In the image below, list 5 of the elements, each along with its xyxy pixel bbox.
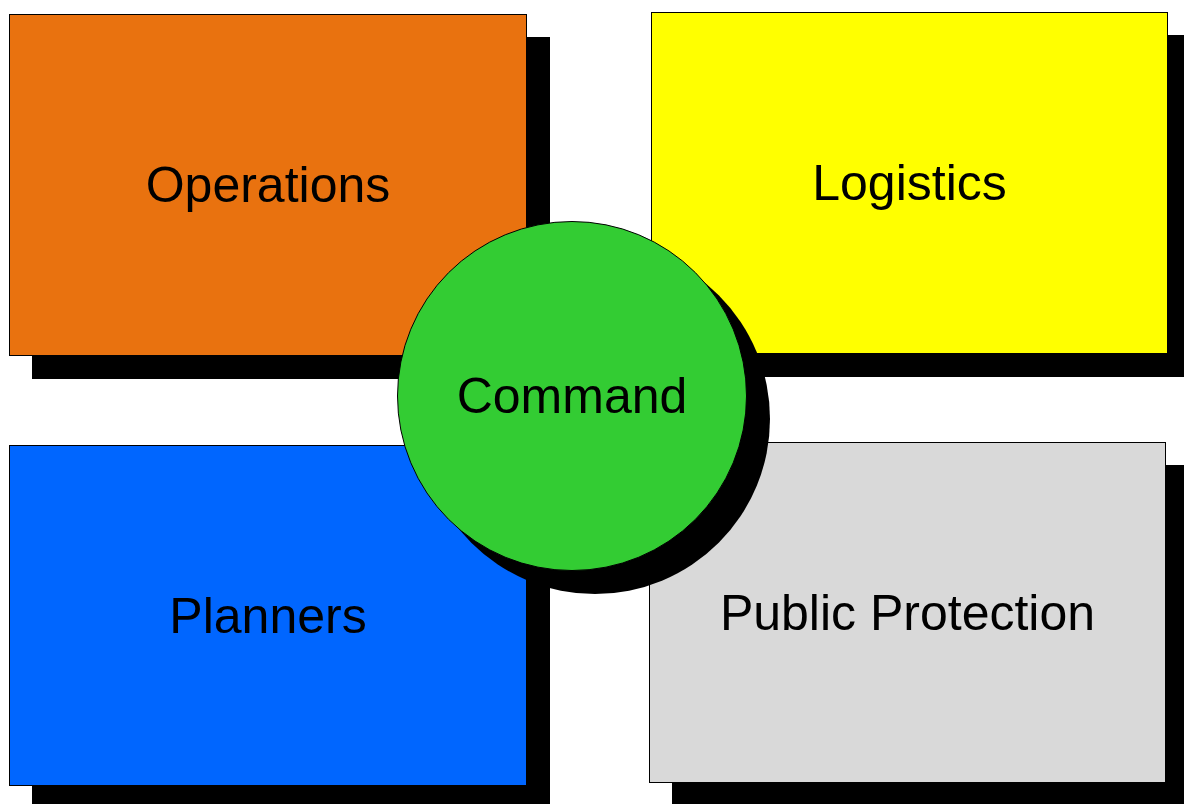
node-label: Planners	[169, 586, 367, 645]
node-label: Operations	[145, 156, 391, 214]
node-label: Public Protection	[719, 583, 1096, 642]
node-label: Logistics	[812, 154, 1007, 212]
node-label: Command	[456, 367, 688, 425]
